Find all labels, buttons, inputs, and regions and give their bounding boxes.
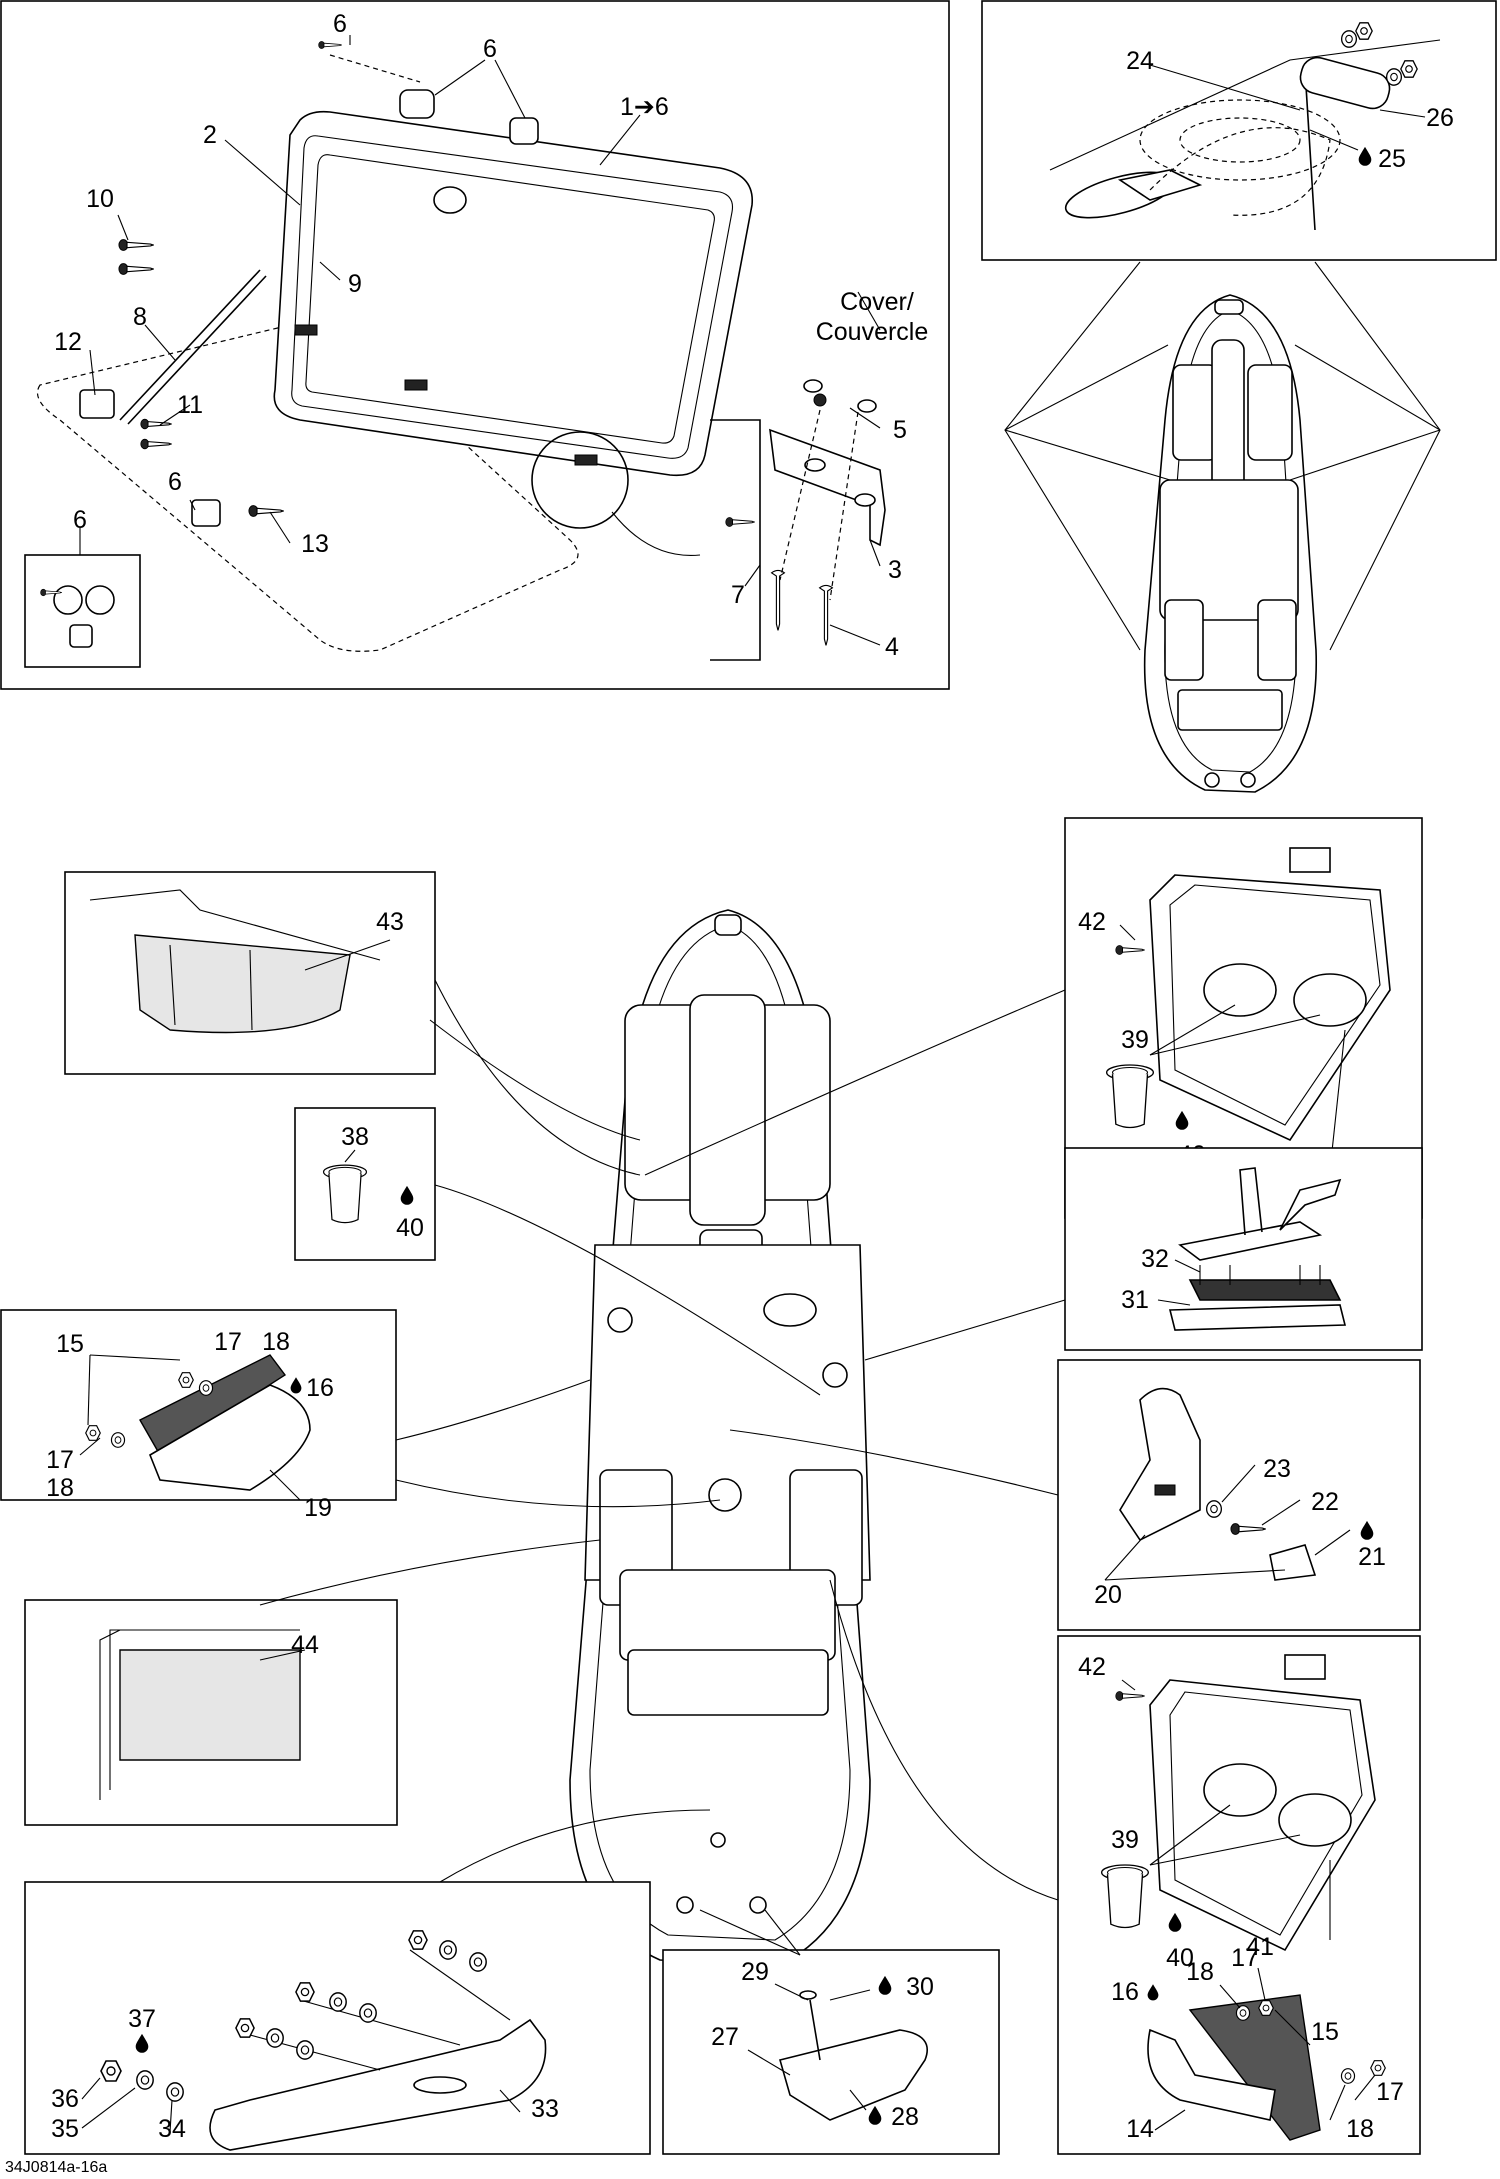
callout-40-cupholder: 40 bbox=[396, 1214, 424, 1242]
callout-39-rear: 39 bbox=[1111, 1826, 1139, 1854]
foam-liner-panel: 43 bbox=[64, 871, 641, 1176]
footer-code: 34J0814a-16a bbox=[5, 2159, 107, 2176]
callout-18-left-bottom: 18 bbox=[46, 1474, 74, 1502]
callout-23: 23 bbox=[1263, 1455, 1291, 1483]
callout-15-right: 15 bbox=[1311, 2018, 1339, 2046]
callout-43: 43 bbox=[376, 908, 404, 936]
callout-30: 30 bbox=[906, 1973, 934, 2001]
callout-18-left-top: 18 bbox=[262, 1328, 290, 1356]
leader-43-to-hull bbox=[429, 1019, 641, 1141]
callout-15-left: 15 bbox=[56, 1330, 84, 1358]
callout-39-front: 39 bbox=[1121, 1026, 1149, 1054]
callout-36: 36 bbox=[51, 2085, 79, 2113]
callout-10: 10 bbox=[86, 185, 114, 213]
foam-corner-panel: 44 bbox=[24, 1539, 601, 1826]
callout-33: 33 bbox=[531, 2095, 559, 2123]
callout-41-rear: 41 bbox=[1246, 1933, 1274, 1961]
callout-24: 24 bbox=[1126, 47, 1154, 75]
grab-handle-left-panel: 15 17 18 16 17 18 19 bbox=[0, 1309, 591, 1522]
rear-handle-panel: 37 36 35 34 33 bbox=[24, 1809, 711, 2155]
throttle-base-panel: 32 31 bbox=[864, 1147, 1423, 1361]
callout-4: 4 bbox=[885, 633, 899, 661]
callout-6-inset: 6 bbox=[73, 506, 87, 534]
callout-12: 12 bbox=[54, 328, 82, 356]
boarding-step-panel: 24 26 25 bbox=[981, 0, 1497, 261]
callout-35: 35 bbox=[51, 2115, 79, 2143]
callout-17-left-bottom: 17 bbox=[46, 1446, 74, 1474]
callout-42-rear: 42 bbox=[1078, 1653, 1106, 1681]
callout-44: 44 bbox=[291, 1631, 319, 1659]
callout-28: 28 bbox=[891, 2103, 919, 2131]
cover-label-en: Cover/ bbox=[840, 288, 914, 316]
callout-18-right-bottom: 18 bbox=[1346, 2115, 1374, 2143]
callout-38: 38 bbox=[341, 1123, 369, 1151]
callout-26: 26 bbox=[1426, 104, 1454, 132]
callout-6-latch: 6 bbox=[483, 35, 497, 63]
callout-13: 13 bbox=[301, 530, 329, 558]
callout-25: 25 bbox=[1378, 145, 1406, 173]
callout-6-bracket: 6 bbox=[168, 468, 182, 496]
callout-40-rear: 40 bbox=[1166, 1944, 1194, 1972]
leader-handle-to-hull bbox=[395, 1479, 721, 1508]
callout-27: 27 bbox=[711, 2023, 739, 2051]
side-grip-panel: 23 22 21 20 bbox=[729, 1359, 1421, 1631]
callout-17-right-top: 17 bbox=[1231, 1944, 1259, 1972]
callout-32: 32 bbox=[1141, 1245, 1169, 1273]
callout-9: 9 bbox=[348, 270, 362, 298]
rear-storage-bin-panel: 42 39 41 40 17 18 16 15 17 18 14 bbox=[829, 1579, 1421, 2155]
callout-3: 3 bbox=[888, 556, 902, 584]
callout-17-left-top: 17 bbox=[214, 1328, 242, 1356]
callout-18-right-top: 18 bbox=[1186, 1958, 1214, 1986]
main-hull-view bbox=[569, 909, 871, 1966]
callout-1-to-6: 1➔6 bbox=[620, 93, 669, 121]
callout-16-right: 16 bbox=[1111, 1978, 1139, 2006]
callout-21: 21 bbox=[1358, 1543, 1386, 1571]
callout-22: 22 bbox=[1311, 1488, 1339, 1516]
callout-2: 2 bbox=[203, 121, 217, 149]
cupholder-panel: 38 40 bbox=[294, 1107, 821, 1396]
callout-7: 7 bbox=[731, 581, 745, 609]
callout-8: 8 bbox=[133, 303, 147, 331]
callout-16-left: 16 bbox=[306, 1374, 334, 1402]
callout-42-front: 42 bbox=[1078, 908, 1106, 936]
callout-37: 37 bbox=[128, 2005, 156, 2033]
callout-5: 5 bbox=[893, 416, 907, 444]
callout-19: 19 bbox=[304, 1494, 332, 1522]
callout-6-screw: 6 bbox=[333, 10, 347, 38]
rear-mat-panel: 29 30 27 28 bbox=[662, 1909, 1000, 2155]
callout-34: 34 bbox=[158, 2115, 186, 2143]
callout-14: 14 bbox=[1126, 2115, 1154, 2143]
callout-31: 31 bbox=[1121, 1286, 1149, 1314]
small-hull-view bbox=[1004, 261, 1441, 793]
callout-29: 29 bbox=[741, 1958, 769, 1986]
callout-11: 11 bbox=[177, 391, 203, 419]
callout-17-right-bottom: 17 bbox=[1376, 2078, 1404, 2106]
cover-assembly-panel: 6 6 1➔6 2 10 9 8 12 11 6 13 6 Cover/ Cou… bbox=[0, 0, 950, 690]
callout-20: 20 bbox=[1094, 1581, 1122, 1609]
cover-label-fr: Couvercle bbox=[816, 318, 929, 346]
